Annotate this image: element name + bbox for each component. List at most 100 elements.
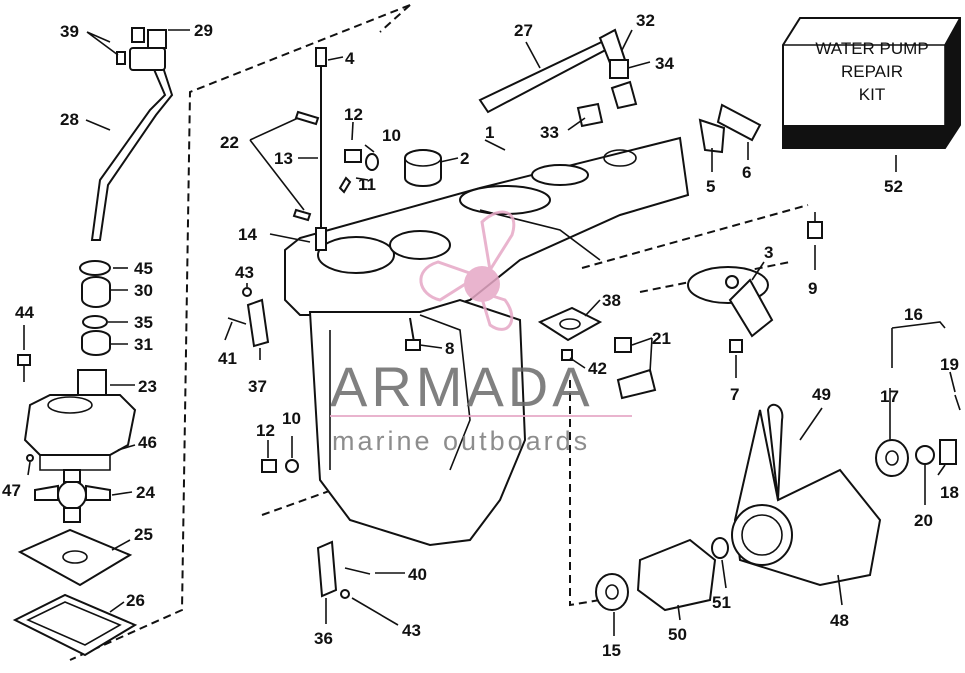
hose-27 [478,28,627,114]
thrust-washer-15 [595,573,629,611]
washer-43-low [340,589,350,599]
water-pump [23,369,137,471]
pump-gasket [12,593,138,657]
pin-47 [26,454,34,462]
callout-37: 37 [248,377,267,396]
callout-9: 9 [808,279,817,298]
callout-23: 23 [138,377,157,396]
nut-18 [939,439,957,465]
link-36 [316,540,338,598]
assembly-boundary-prop [569,380,601,607]
callout-17: 17 [880,387,899,406]
callout-50: 50 [668,625,687,644]
bracket-6 [698,103,762,154]
plug-12-low [261,459,277,473]
callout-3: 3 [764,243,773,262]
spacer-51 [711,537,729,559]
fitting-32 [609,59,629,79]
trim-tab [687,266,774,338]
plug-21 [614,337,657,400]
callout-32: 32 [636,11,655,30]
callout-10-low: 10 [282,409,301,428]
shift-rod [292,47,327,251]
screw-7 [729,339,743,353]
callout-20: 20 [914,511,933,530]
watermark-tagline: marine outboards [332,426,590,456]
callout-15: 15 [602,641,621,660]
kit-label-line1: WATER PUMP [815,39,928,58]
callout-43-low: 43 [402,621,421,640]
callout-46: 46 [138,433,157,452]
pin-11 [338,176,352,194]
callout-28: 28 [60,110,79,129]
callout-18: 18 [940,483,959,502]
watermark: ARMADA marine outboards [330,210,632,456]
screw-8 [405,317,421,351]
callout-29: 29 [194,21,213,40]
callout-10-top: 10 [382,126,401,145]
callout-47: 47 [2,481,21,500]
assembly-boundary-top [379,4,411,33]
callout-19: 19 [940,355,959,374]
callout-49: 49 [812,385,831,404]
assembly-boundary-right [581,204,809,269]
hub-50 [636,538,717,612]
callout-41: 41 [218,349,237,368]
screw-40 [344,567,371,575]
callout-52: 52 [884,177,903,196]
callout-5: 5 [706,177,715,196]
watermark-logo [419,210,516,331]
callout-45: 45 [134,259,153,278]
callout-31: 31 [134,335,153,354]
callout-11: 11 [358,175,376,194]
callout-38: 38 [602,291,621,310]
washer-20 [915,445,935,465]
callout-8: 8 [445,339,454,358]
bushing-2 [404,149,442,187]
callout-39: 39 [60,22,79,41]
callout-6: 6 [742,163,751,182]
callout-4: 4 [345,49,355,68]
water-tube [90,27,174,241]
screw-9 [807,212,823,239]
thrust-washer-17 [875,439,909,477]
callout-33: 33 [540,123,559,142]
callouts: 39 29 28 4 27 32 34 1 2 10 12 11 13 22 3… [2,11,959,660]
kit-label-line2: REPAIR [841,62,903,81]
callout-12-top: 12 [344,105,363,124]
grommet-33 [576,102,604,128]
gearcase-housing [284,136,690,547]
callout-30: 30 [134,281,153,300]
callout-26: 26 [126,591,145,610]
callout-35: 35 [134,313,153,332]
callout-2: 2 [460,149,469,168]
link-37 [246,298,270,348]
callout-44: 44 [15,303,34,322]
callout-16: 16 [904,305,923,324]
callout-48: 48 [830,611,849,630]
leader-lines [23,29,956,636]
plug-12-top [344,149,362,163]
screw-41 [227,317,247,325]
assembly-boundary-left [69,4,411,661]
pin-19 [954,394,961,411]
kit-label-line3: KIT [859,85,885,104]
callout-14: 14 [238,225,257,244]
callout-7: 7 [730,385,739,404]
clip-34 [610,80,638,110]
callout-13: 13 [274,149,293,168]
callout-12-low: 12 [256,421,275,440]
washer-10-low [285,459,299,473]
repair-kit-box: WATER PUMP REPAIR KIT [782,17,961,149]
callout-42: 42 [588,359,607,378]
pump-plate [17,528,133,587]
impeller [34,469,111,523]
seal-stack [79,260,111,356]
callout-34: 34 [655,54,674,73]
callout-25: 25 [134,525,153,544]
callout-24: 24 [136,483,155,502]
callout-27: 27 [514,21,533,40]
washer-10-top [365,153,379,171]
propeller [731,403,882,587]
